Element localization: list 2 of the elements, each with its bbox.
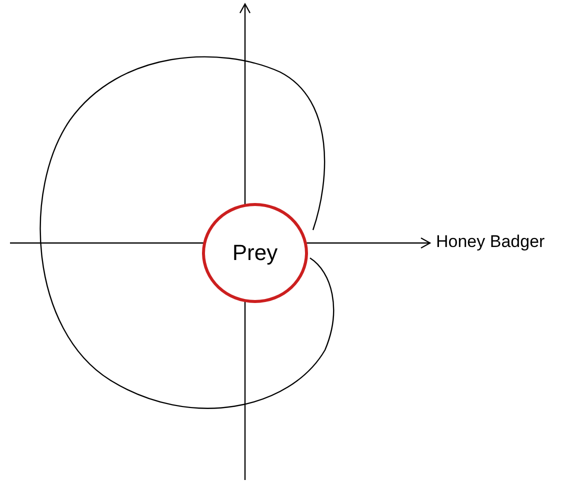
prey-circle: Prey xyxy=(202,203,308,303)
axis-label: Honey Badger xyxy=(436,232,545,252)
